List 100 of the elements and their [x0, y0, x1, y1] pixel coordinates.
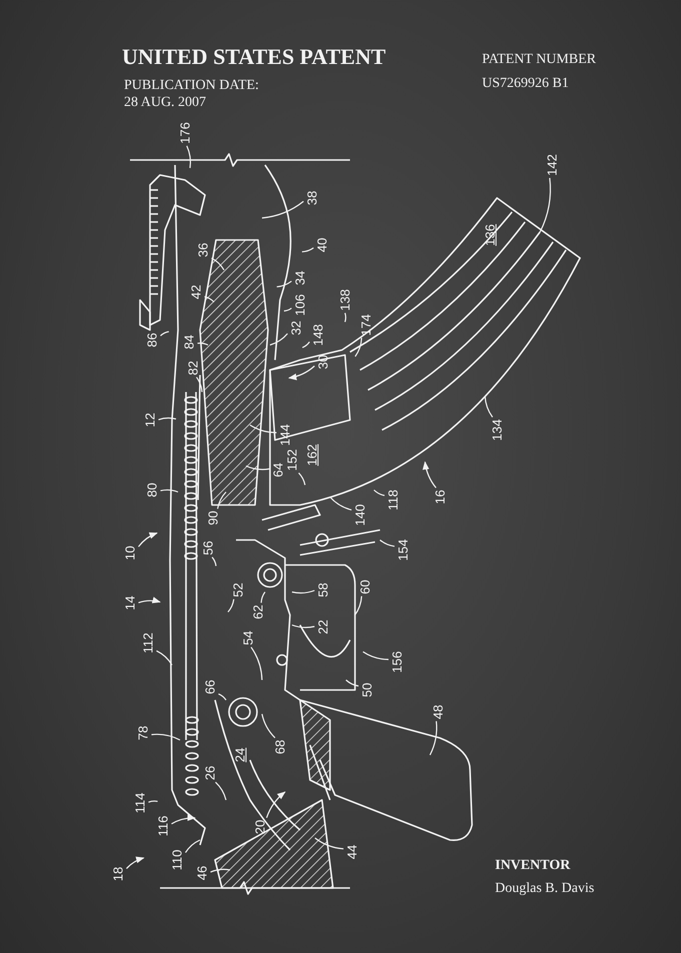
callout-number: 110	[170, 850, 184, 870]
leader-line	[250, 424, 276, 434]
leader-line	[250, 646, 263, 680]
leader-line	[292, 590, 315, 594]
leader-arrow	[422, 461, 436, 488]
patent-heading: UNITED STATES PATENT	[122, 44, 386, 70]
publication-date: 28 AUG. 2007	[124, 95, 206, 111]
leader-line	[380, 540, 395, 547]
callout-number: 16	[434, 490, 446, 504]
leader-line	[210, 868, 230, 873]
callout-number: 20	[254, 820, 266, 834]
leader-arrow	[138, 532, 158, 548]
field-caption: PATENT NUMBER	[482, 52, 596, 68]
leader-line	[185, 839, 200, 853]
leader-line	[217, 492, 226, 509]
callout-number: 54	[242, 630, 254, 646]
callout-number: 46	[196, 866, 208, 880]
leader-arrow	[288, 366, 315, 380]
part-number: 162	[306, 444, 318, 466]
leader-arrow	[266, 791, 286, 818]
callout-number: 12	[144, 412, 156, 428]
leader-line	[344, 312, 346, 322]
leader-line	[302, 342, 310, 348]
callout-number: 64	[272, 462, 284, 478]
leader-line	[215, 782, 227, 800]
callout-number: 22	[316, 620, 330, 634]
leader-line	[228, 599, 234, 612]
leader-line	[158, 417, 176, 420]
callout-number: 84	[182, 334, 196, 350]
leader-line	[302, 247, 314, 252]
leader-line	[160, 331, 169, 336]
leader-line	[160, 489, 178, 493]
inventor-name: Douglas B. Davis	[495, 881, 594, 897]
callout-number: 118	[386, 490, 400, 510]
callout-number: 68	[274, 740, 286, 754]
leader-line	[270, 333, 288, 346]
callout-number: 114	[134, 792, 146, 814]
callout-number: 66	[204, 680, 216, 694]
callout-number: 116	[156, 816, 170, 836]
callout-number: 38	[306, 190, 318, 206]
field-caption: INVENTOR	[495, 858, 570, 874]
leader-line	[298, 472, 306, 486]
callout-number: 14	[124, 596, 136, 610]
callout-number: 36	[196, 242, 210, 258]
leader-arrow	[138, 596, 161, 604]
leader-line	[314, 838, 344, 850]
leader-line	[260, 592, 266, 603]
leader-line	[539, 178, 551, 232]
leader-line	[284, 308, 292, 312]
leader-line	[330, 496, 352, 510]
callout-number: 112	[142, 632, 154, 654]
callout-number: 52	[232, 582, 244, 598]
callout-number: 42	[190, 284, 202, 300]
leader-line	[362, 651, 389, 660]
callout-number: 44	[346, 844, 358, 860]
callout-number: 58	[316, 582, 330, 598]
leader-line	[204, 296, 214, 302]
leader-line	[374, 490, 385, 496]
callout-number: 82	[186, 360, 200, 376]
callout-number: 40	[316, 238, 328, 252]
leader-line	[354, 338, 362, 357]
leader-line	[292, 624, 315, 628]
leader-line	[262, 200, 304, 219]
callout-number: 134	[490, 419, 504, 441]
leader-line	[186, 146, 192, 168]
field-caption: PUBLICATION DATE:	[124, 78, 259, 94]
part-number: 136	[484, 224, 496, 246]
leader-line	[156, 650, 172, 666]
leader-line	[276, 280, 292, 288]
leader-line	[211, 258, 225, 270]
patent-number: US7269926 B1	[482, 76, 569, 92]
callout-number: 144	[278, 424, 292, 446]
callout-number: 148	[312, 324, 324, 346]
leader-line	[261, 714, 276, 738]
leader-arrow	[126, 856, 144, 869]
leader-arrow	[171, 814, 196, 824]
callout-number: 152	[286, 449, 298, 471]
callout-number: 34	[294, 270, 306, 286]
leader-line	[148, 800, 158, 803]
leader-line	[346, 680, 359, 687]
callout-number: 60	[358, 580, 372, 594]
callout-number: 50	[360, 682, 374, 698]
leader-line	[151, 734, 180, 741]
callout-number: 80	[146, 482, 158, 498]
leader-line	[196, 376, 203, 392]
leader-line	[484, 396, 493, 418]
callout-number: 48	[432, 704, 444, 720]
callout-number: 86	[146, 332, 158, 348]
callout-number: 32	[290, 320, 302, 336]
callout-number: 56	[202, 540, 214, 556]
callout-number: 140	[354, 504, 366, 526]
callout-number: 10	[124, 546, 136, 560]
callout-number: 26	[204, 766, 216, 780]
leader-line	[429, 721, 438, 756]
leader-line	[218, 693, 226, 700]
callout-number: 62	[252, 604, 264, 620]
callout-number: 90	[206, 510, 220, 526]
leader-line	[354, 596, 362, 616]
callout-number: 154	[396, 539, 410, 561]
part-number: 24	[234, 748, 246, 762]
